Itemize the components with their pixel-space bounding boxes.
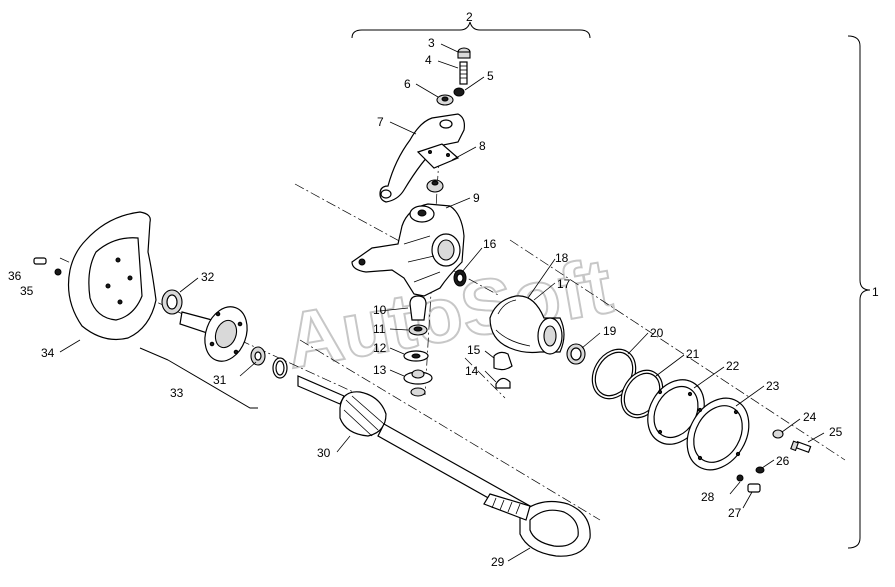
part-23-flange — [686, 397, 750, 471]
part-19-oil-seal — [566, 343, 586, 365]
callout-24: 24 — [803, 410, 817, 424]
part-36-bolt — [33, 257, 47, 265]
part-14-cap — [495, 377, 511, 389]
part-31-bearing — [250, 346, 266, 366]
callout-12: 12 — [373, 341, 387, 355]
callout-5: 5 — [487, 69, 494, 83]
callout-14: 14 — [465, 364, 479, 378]
leader-lines — [59, 43, 825, 562]
part-17-axle-housing — [489, 295, 565, 355]
part-10-bushing — [409, 295, 427, 321]
callout-32: 32 — [201, 270, 215, 284]
callout-15: 15 — [467, 343, 481, 357]
callout-11: 11 — [373, 322, 386, 336]
callout-26: 26 — [776, 454, 790, 468]
part-7-steering-arm — [379, 113, 465, 203]
part-24-nut — [772, 429, 784, 439]
brace-group-1 — [847, 35, 871, 549]
part-16-seal — [453, 269, 467, 287]
part-28-washer — [736, 474, 744, 482]
part-30-axle-shaft — [297, 375, 531, 521]
callout-4: 4 — [425, 53, 432, 67]
callout-27: 27 — [728, 506, 742, 520]
part-6-nut — [436, 94, 454, 106]
axis-line-kingpin — [464, 357, 506, 399]
part-35-washer — [54, 268, 62, 276]
callout-17: 17 — [557, 277, 571, 291]
callout-35: 35 — [20, 284, 34, 298]
callout-22: 22 — [726, 359, 740, 373]
part-27-bolt — [747, 483, 761, 493]
callout-20: 20 — [650, 326, 664, 340]
part-31-seal-ring — [272, 357, 288, 379]
part-3-nut — [457, 47, 471, 59]
callout-23: 23 — [766, 379, 780, 393]
callout-10: 10 — [373, 303, 387, 317]
callout-6: 6 — [404, 77, 411, 91]
callout-28: 28 — [701, 490, 715, 504]
part-25-bolt — [790, 440, 812, 453]
part-11-bearing — [408, 324, 428, 336]
callout-8: 8 — [479, 139, 486, 153]
part-12-washer — [403, 350, 429, 362]
part-34-dust-shield — [67, 211, 157, 341]
callout-30: 30 — [317, 446, 331, 460]
part-9-steering-knuckle — [351, 203, 465, 297]
callout-34: 34 — [41, 346, 55, 360]
part-29-gasket-plate — [519, 501, 591, 557]
part-8-shim-plate — [416, 143, 460, 169]
part-33-wheel-hub — [179, 306, 248, 362]
brace-group-33 — [139, 347, 258, 409]
callout-1: 1 — [872, 285, 879, 299]
callout-3: 3 — [428, 36, 435, 50]
callout-36: 36 — [8, 269, 22, 283]
callout-21: 21 — [686, 347, 700, 361]
callout-29: 29 — [491, 555, 505, 569]
part-8-bearing-cap — [426, 179, 444, 193]
callout-13: 13 — [373, 363, 387, 377]
axis-line-housing — [509, 239, 846, 461]
part-4-stud — [459, 61, 468, 85]
callout-25: 25 — [829, 425, 843, 439]
part-5-washer — [453, 87, 465, 97]
callout-19: 19 — [603, 324, 617, 338]
brace-group-2 — [351, 21, 591, 39]
callout-33: 33 — [170, 386, 184, 400]
callout-18: 18 — [555, 251, 569, 265]
part-13-cap — [403, 369, 433, 397]
part-26-washer — [755, 466, 765, 474]
part-15-bushing — [493, 351, 513, 371]
callout-31: 31 — [213, 373, 227, 387]
callout-2: 2 — [466, 10, 473, 24]
callout-16: 16 — [483, 237, 497, 251]
callout-9: 9 — [473, 191, 480, 205]
part-32-bearing — [161, 289, 183, 315]
axis-line-shaft — [299, 339, 601, 521]
callout-7: 7 — [377, 115, 384, 129]
